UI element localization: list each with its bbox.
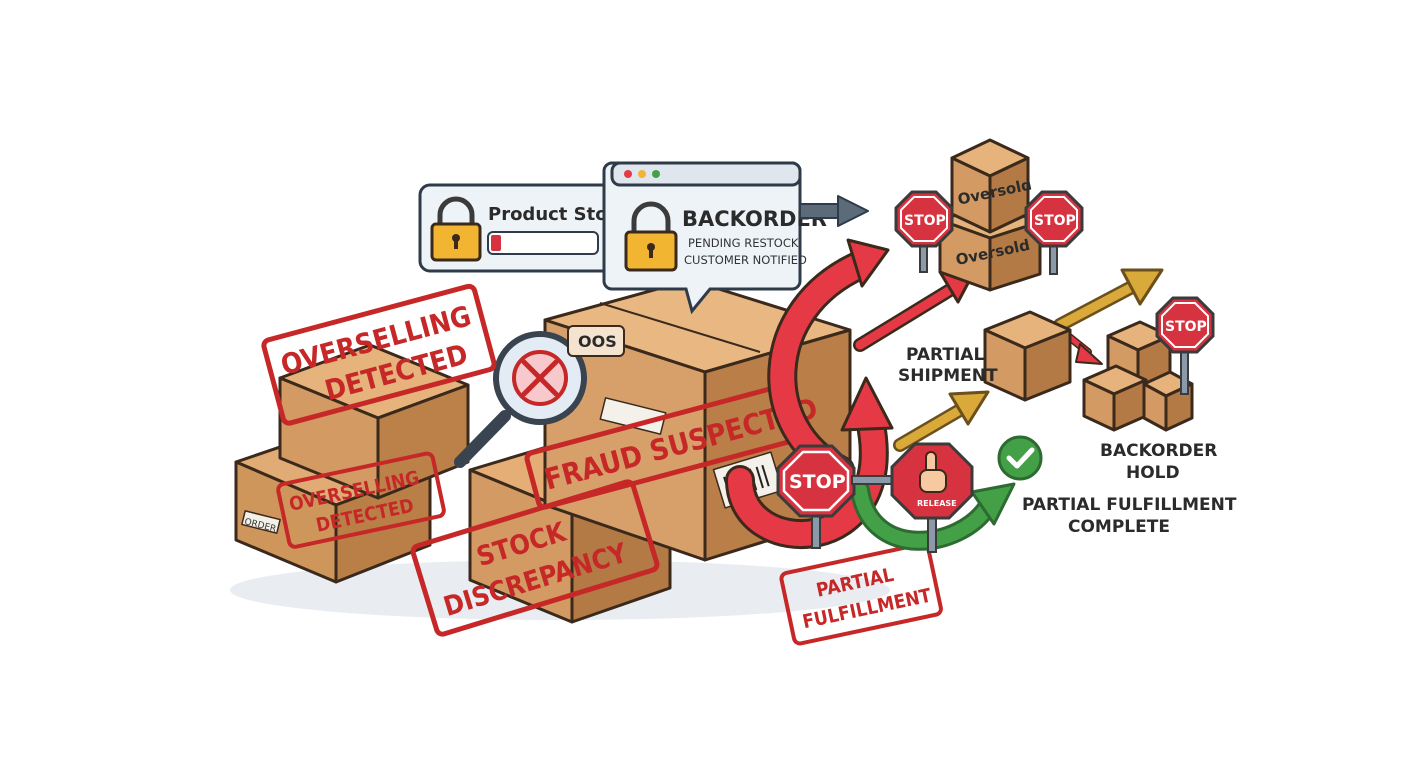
oos-tag: OOS: [567, 325, 625, 357]
backorder-window: BACKORDER PENDING RESTOCK CUSTOMER NOTIF…: [602, 161, 827, 315]
svg-text:STOP: STOP: [904, 213, 946, 229]
red-arrow-to-oversold: [853, 268, 977, 352]
stop-sign-center: STOP: [776, 444, 856, 549]
svg-text:STOP: STOP: [1034, 213, 1076, 229]
red-arrow-to-backorder: [1064, 332, 1103, 365]
stop-sign-oversold-left: STOP: [894, 190, 954, 273]
backorder-hold-boxes: [1082, 320, 1194, 432]
oversold-box-stack: [938, 138, 1042, 292]
product-stock-panel: Product Stock: [418, 183, 631, 273]
release-label: RELEASE: [917, 499, 957, 508]
backorder-hold-label-2: HOLD: [1126, 463, 1180, 483]
partial-shipment-label-1: PARTIAL: [906, 345, 984, 365]
magnifier-icon: [454, 331, 587, 468]
pending-restock-text: PENDING RESTOCK: [688, 236, 799, 250]
hand-pointer-icon: [919, 451, 947, 493]
svg-text:STOP: STOP: [1165, 319, 1207, 335]
partial-complete-label-2: COMPLETE: [1068, 517, 1170, 537]
customer-notified-text: CUSTOMER NOTIFIED: [684, 253, 807, 267]
svg-text:STOP: STOP: [789, 471, 846, 493]
backorder-hold-label-1: BACKORDER: [1100, 441, 1217, 461]
partial-complete-label-1: PARTIAL FULFILLMENT: [1022, 495, 1237, 515]
dark-arrow: [799, 195, 869, 227]
svg-text:OOS: OOS: [578, 332, 617, 351]
lock-icon: [430, 196, 482, 262]
stop-sign-oversold-right: STOP: [1024, 190, 1084, 275]
partial-shipment-box: [983, 310, 1072, 402]
window-close-dot: [624, 170, 632, 178]
stop-sign-backorder: STOP: [1155, 296, 1215, 395]
product-stock-title: Product Stock: [488, 204, 631, 225]
window-maximize-dot: [652, 170, 660, 178]
gold-arrow-to-shipment: [893, 390, 990, 452]
gold-arrow-right: [1053, 268, 1164, 332]
release-sign: RELEASE: [890, 442, 974, 553]
partial-shipment-label-2: SHIPMENT: [898, 366, 998, 386]
check-icon: [997, 435, 1043, 481]
stock-level-bar: [487, 231, 599, 255]
stock-level-fill: [491, 235, 501, 251]
green-loop-arrow: [850, 480, 1016, 551]
window-minimize-dot: [638, 170, 646, 178]
lock-icon: [624, 201, 678, 272]
